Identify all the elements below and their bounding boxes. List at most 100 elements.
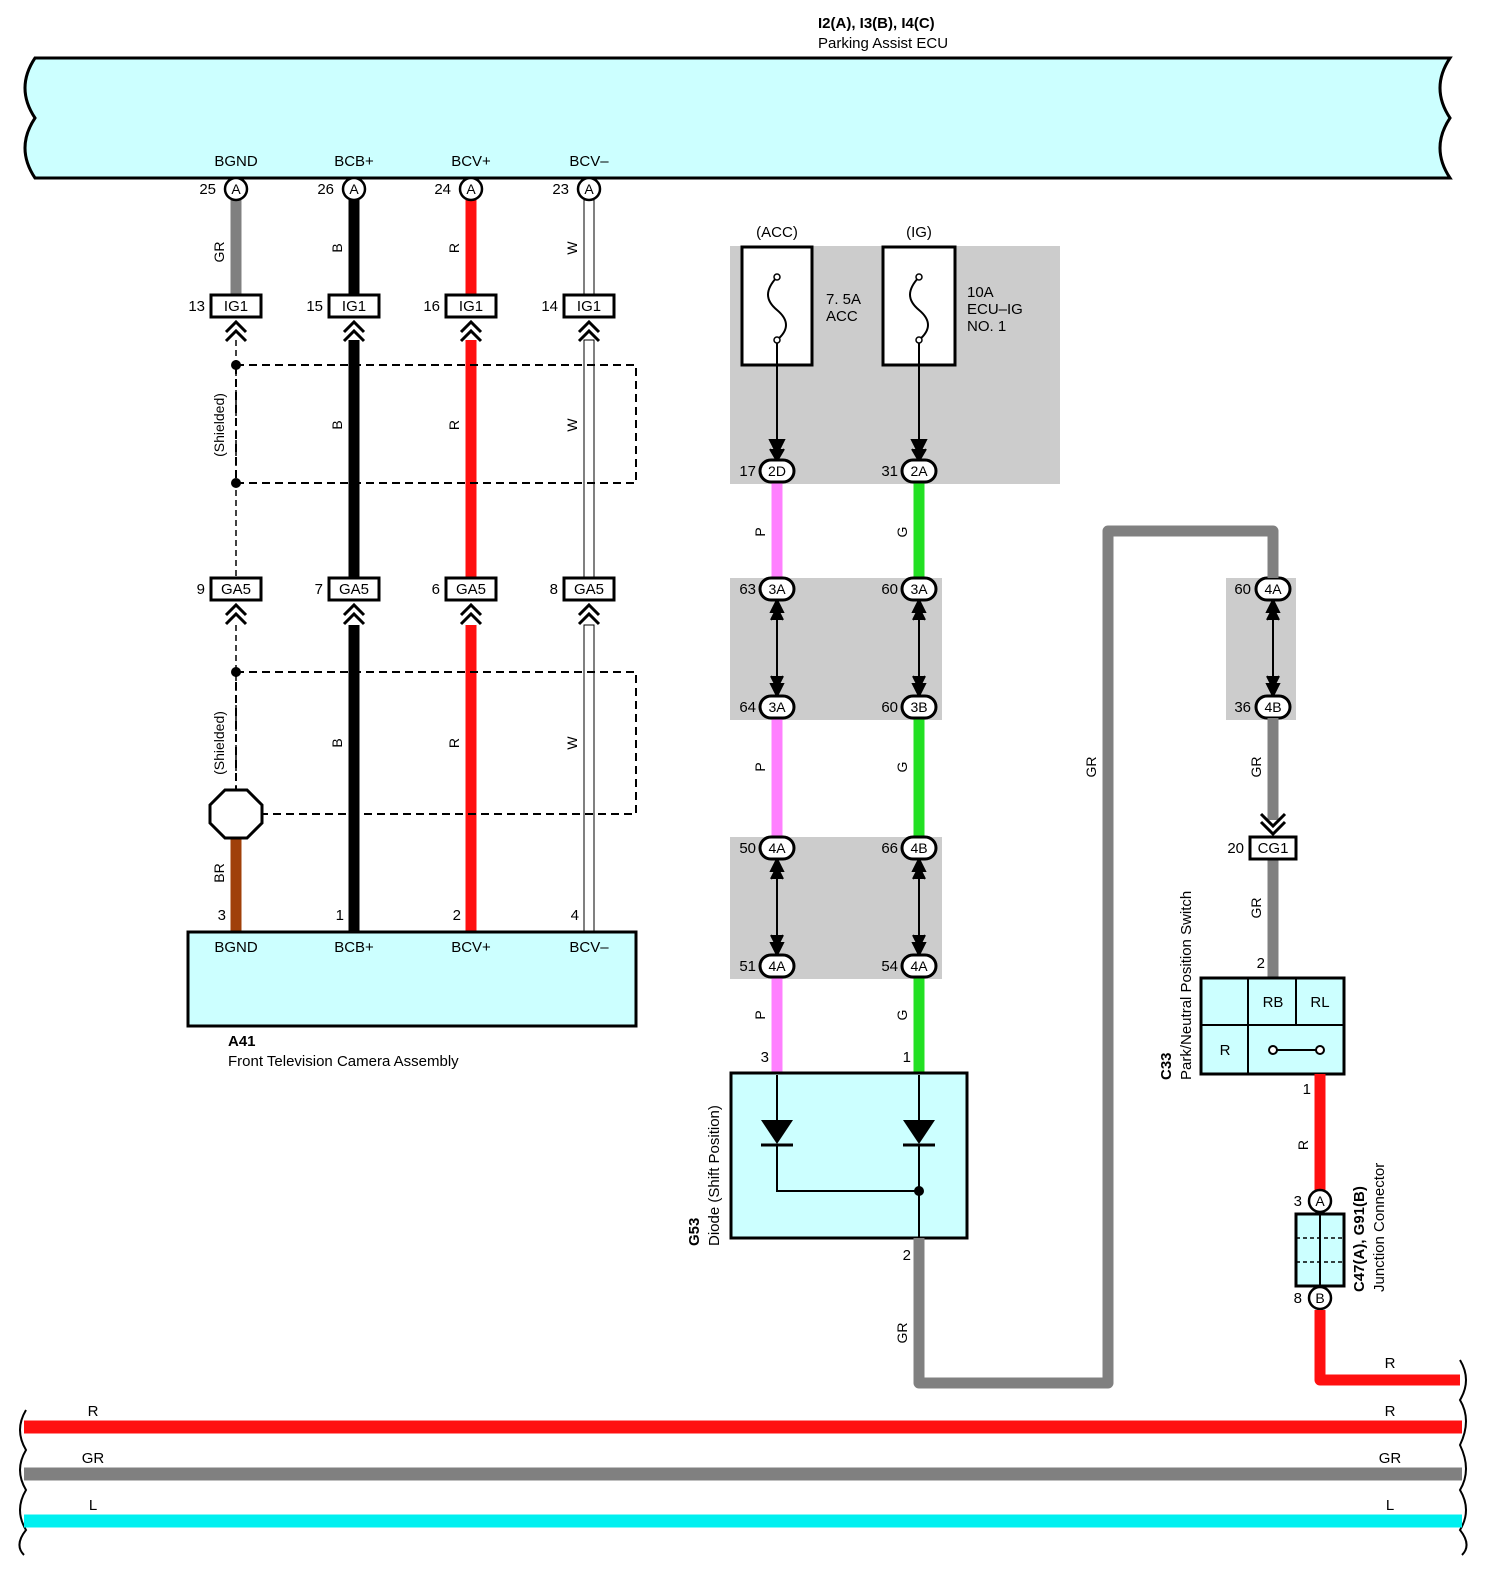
svg-text:Junction Connector: Junction Connector: [1371, 1163, 1388, 1292]
ecu-pin-connectors: A A A A 25 26 24 23: [199, 176, 602, 202]
svg-text:16: 16: [423, 298, 440, 315]
svg-text:4A: 4A: [910, 958, 928, 974]
svg-text:51: 51: [739, 958, 756, 975]
svg-text:4B: 4B: [1264, 699, 1281, 715]
svg-text:3A: 3A: [768, 581, 786, 597]
svg-text:W: W: [564, 241, 580, 255]
svg-text:Diode (Shift Position): Diode (Shift Position): [706, 1105, 723, 1246]
svg-text:3A: 3A: [910, 581, 928, 597]
svg-text:3: 3: [761, 1049, 769, 1066]
svg-text:(ACC): (ACC): [756, 224, 798, 241]
svg-text:15: 15: [306, 298, 323, 315]
svg-text:A: A: [466, 181, 476, 197]
svg-text:RB: RB: [1263, 994, 1284, 1011]
svg-text:25: 25: [199, 181, 216, 198]
left-wire-color-labels: GR B R W B R W B R W BR (Shielded) (Shie…: [211, 241, 580, 883]
svg-text:4: 4: [571, 907, 579, 924]
svg-text:W: W: [564, 736, 580, 750]
fuses: (ACC) (IG) 7. 5A ACC 10A ECU–IG NO. 1: [740, 224, 1023, 463]
shielded-label: (Shielded): [211, 393, 227, 457]
svg-text:R: R: [446, 243, 462, 253]
svg-text:1: 1: [336, 907, 344, 924]
svg-text:R: R: [1295, 1140, 1311, 1150]
svg-text:B: B: [329, 243, 345, 252]
svg-text:(IG): (IG): [906, 224, 932, 241]
svg-text:17: 17: [739, 463, 756, 480]
svg-text:8: 8: [1294, 1290, 1302, 1307]
svg-text:A: A: [584, 181, 594, 197]
svg-text:8: 8: [550, 581, 558, 598]
svg-text:4B: 4B: [910, 840, 927, 856]
svg-text:BCB+: BCB+: [334, 939, 374, 956]
svg-text:60: 60: [1234, 581, 1251, 598]
svg-text:14: 14: [541, 298, 558, 315]
svg-text:64: 64: [739, 699, 756, 716]
svg-text:36: 36: [1234, 699, 1251, 716]
ecu-pin-bcv-plus: BCV+: [451, 153, 491, 170]
front-television-camera-assembly: BGND BCB+ BCV+ BCV– 3 1 2 4 A41 Front Te…: [186, 907, 638, 1070]
svg-text:RL: RL: [1310, 994, 1329, 1011]
ga5-connectors: GA5 GA5 GA5 GA5 9 7 6 8: [197, 576, 616, 626]
svg-text:GR: GR: [894, 1323, 910, 1344]
svg-text:NO. 1: NO. 1: [967, 318, 1006, 335]
ecu-pin-bgnd: BGND: [214, 153, 258, 170]
svg-text:3: 3: [218, 907, 226, 924]
svg-text:9: 9: [197, 581, 205, 598]
svg-text:IG1: IG1: [342, 298, 366, 315]
svg-text:2: 2: [903, 1247, 911, 1264]
svg-text:ACC: ACC: [826, 308, 858, 325]
svg-text:R: R: [1220, 1042, 1231, 1059]
svg-text:L: L: [1386, 1497, 1394, 1514]
svg-text:W: W: [564, 418, 580, 432]
svg-text:G: G: [894, 527, 910, 538]
camera-name: Front Television Camera Assembly: [228, 1053, 459, 1070]
svg-text:2: 2: [453, 907, 461, 924]
svg-text:A: A: [1315, 1193, 1325, 1209]
svg-text:A: A: [349, 181, 359, 197]
svg-text:3A: 3A: [768, 699, 786, 715]
svg-text:4A: 4A: [768, 840, 786, 856]
svg-text:GA5: GA5: [574, 581, 604, 598]
svg-text:4A: 4A: [1264, 581, 1282, 597]
gr-return-wire: GR GR: [894, 525, 1279, 1389]
svg-text:GR: GR: [82, 1450, 105, 1467]
svg-text:R: R: [446, 420, 462, 430]
svg-text:P: P: [752, 527, 768, 536]
svg-text:GR: GR: [1248, 898, 1264, 919]
junction-block-zones: [730, 246, 1296, 979]
ecu-name: Parking Assist ECU: [818, 35, 948, 52]
diode-shift-position: 3 1 2 G53 Diode (Shift Position): [686, 1049, 969, 1264]
svg-text:P: P: [752, 1010, 768, 1019]
svg-text:6: 6: [432, 581, 440, 598]
svg-text:IG1: IG1: [224, 298, 248, 315]
svg-text:24: 24: [434, 181, 451, 198]
svg-text:7: 7: [315, 581, 323, 598]
svg-text:7. 5A: 7. 5A: [826, 291, 861, 308]
ecu-ref: I2(A), I3(B), I4(C): [818, 15, 935, 32]
svg-text:13: 13: [188, 298, 205, 315]
svg-text:BGND: BGND: [214, 939, 258, 956]
svg-text:BCV+: BCV+: [451, 939, 491, 956]
svg-text:B: B: [329, 738, 345, 747]
svg-text:L: L: [89, 1497, 97, 1514]
svg-text:60: 60: [881, 699, 898, 716]
svg-text:B: B: [329, 420, 345, 429]
svg-text:GA5: GA5: [456, 581, 486, 598]
shielded-label: (Shielded): [211, 711, 227, 775]
park-neutral-branch: GR GR CG1 20 RB RL R 2 1 C33 Park/Neutra…: [1158, 718, 1460, 1386]
svg-text:GA5: GA5: [221, 581, 251, 598]
ecu-pin-bcv-minus: BCV–: [569, 153, 609, 170]
parking-assist-ecu: I2(A), I3(B), I4(C) Parking Assist ECU B…: [23, 15, 1453, 180]
svg-text:R: R: [1385, 1403, 1396, 1420]
svg-text:BCV–: BCV–: [569, 939, 609, 956]
svg-text:1: 1: [1303, 1081, 1311, 1098]
svg-text:26: 26: [317, 181, 334, 198]
ig1-connectors: IG1 IG1 IG1 IG1 13 15 16 14: [188, 293, 616, 343]
svg-text:IG1: IG1: [577, 298, 601, 315]
middle-wires: P G P G P G: [752, 482, 1281, 1072]
svg-text:ECU–IG: ECU–IG: [967, 301, 1023, 318]
svg-text:R: R: [1385, 1355, 1396, 1372]
junction-connectors: 2D 3A 3A 4A 4A 17 63 64 50 51 2A 3A 3B 4…: [739, 458, 1292, 979]
svg-text:C33: C33: [1158, 1052, 1175, 1080]
